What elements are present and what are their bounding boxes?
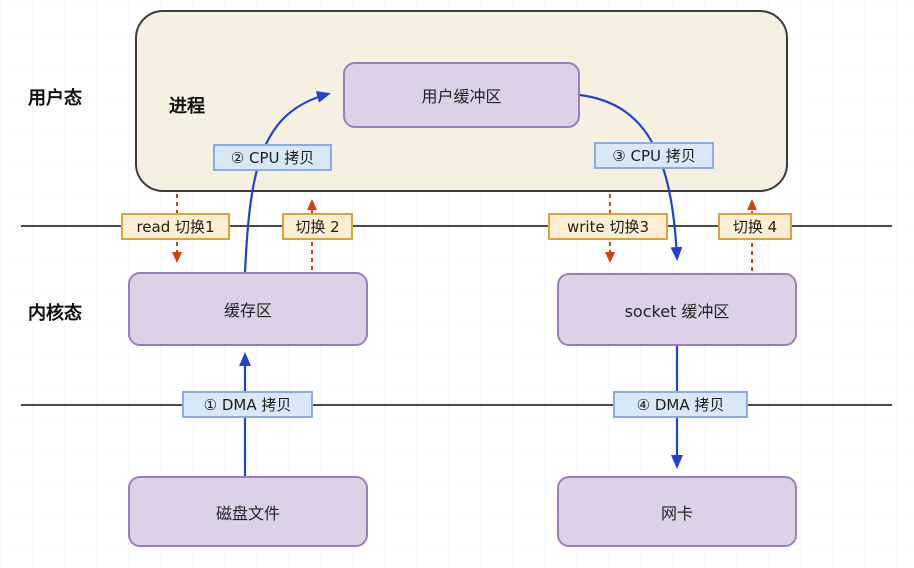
chip-dma-copy-1-label: ① DMA 拷贝	[203, 396, 292, 414]
user-mode-label: 用户态	[28, 88, 82, 109]
chip-switch-4: 切换 4	[718, 213, 792, 240]
node-kernel-buffer: 缓存区	[128, 272, 368, 346]
node-user-buffer-label: 用户缓冲区	[421, 87, 502, 106]
node-socket-buffer: socket 缓冲区	[557, 273, 797, 346]
node-socket-buffer-label: socket 缓冲区	[624, 301, 730, 321]
chip-dma-copy-1: ① DMA 拷贝	[182, 391, 313, 418]
node-user-buffer: 用户缓冲区	[343, 62, 580, 128]
node-disk-file-label: 磁盘文件	[215, 503, 280, 523]
chip-switch-3-label: write 切换3	[566, 218, 650, 236]
process-label: 进程	[169, 96, 205, 117]
chip-switch-2: 切换 2	[282, 213, 353, 240]
node-disk-file: 磁盘文件	[128, 476, 368, 547]
kernel-mode-label: 内核态	[28, 303, 82, 324]
node-nic: 网卡	[557, 476, 797, 547]
node-kernel-buffer-label: 缓存区	[223, 301, 272, 320]
chip-cpu-copy-2-label: ② CPU 拷贝	[230, 149, 315, 167]
chip-switch-2-label: 切换 2	[295, 218, 340, 236]
node-nic-label: 网卡	[660, 503, 693, 523]
chip-switch-3: write 切换3	[548, 213, 668, 240]
chip-switch-1: read 切换1	[121, 213, 230, 240]
chip-switch-1-label: read 切换1	[136, 218, 215, 236]
chip-cpu-copy-2: ② CPU 拷贝	[213, 144, 332, 171]
chip-cpu-copy-3-label: ③ CPU 拷贝	[612, 147, 696, 165]
chip-dma-copy-4-label: ④ DMA 拷贝	[636, 396, 725, 414]
chip-switch-4-label: 切换 4	[732, 218, 778, 236]
chip-cpu-copy-3: ③ CPU 拷贝	[594, 142, 714, 169]
chip-dma-copy-4: ④ DMA 拷贝	[613, 391, 748, 418]
